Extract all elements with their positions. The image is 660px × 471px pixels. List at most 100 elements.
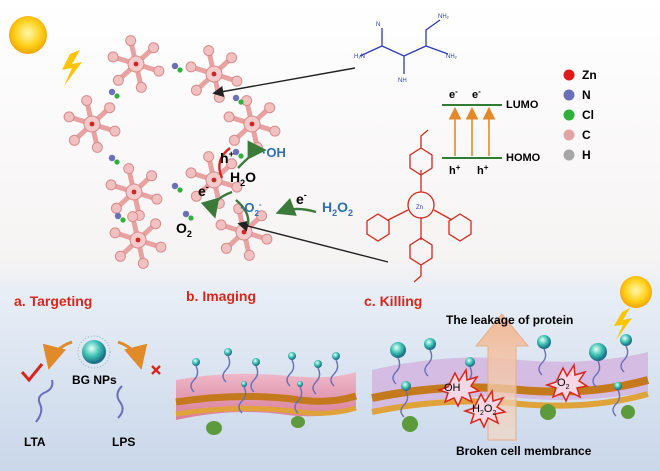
legend-label-h: H [582,148,591,162]
framework-node [109,211,167,269]
oxygen-label: O2 [176,220,192,239]
nanoparticle [192,358,200,366]
guanidine-labels: H₂N N NH NH₂ NH₂ [354,14,458,84]
nanoparticle [297,381,303,387]
homo-hole-2: h+ [477,163,489,177]
bg-nanoparticle [82,340,106,364]
cross-icon [151,365,161,375]
framework-node [63,95,121,153]
arrow-to-framework [212,67,356,98]
chloride-atom [114,93,120,99]
check-icon [20,363,44,383]
nitrogen-link [182,210,190,218]
energy-diagram [442,104,502,159]
mech-electron: e- [198,182,209,199]
legend-dot-h [563,149,575,161]
legend-dot-cl [563,109,575,121]
svg-text:NH₂: NH₂ [446,54,458,60]
hydroxyl-radical: ·OH [262,145,286,160]
mech-electron-2: e- [296,190,307,207]
imaging-membrane [175,372,358,435]
chloride-atom [238,99,244,105]
legend-label-cl: Cl [582,108,594,122]
porphyrin-molecule [366,129,472,283]
lps-label: LPS [112,435,135,449]
svg-text:H₂N: H₂N [354,54,365,60]
water-label: H2O [230,169,256,188]
framework-node [105,163,163,221]
nitrogen-link [171,182,179,190]
nitrogen-link [108,154,116,162]
zinc-center: Zn [416,205,423,211]
chloride-atom [188,215,194,221]
bg-nps-label: BG NPs [72,373,117,387]
nanoparticle [589,343,607,361]
hydrogen-peroxide: H2O2 [322,199,353,218]
mech-hole: h+ [220,149,234,166]
nanoparticle [401,381,411,391]
chloride-atom [238,153,244,159]
broken-membrane-label: Broken cell membrance [456,444,592,458]
legend-dot-c [563,129,575,141]
nanoparticle [288,352,296,360]
chloride-atom [114,159,120,165]
ros-bursts [436,362,589,429]
superoxide-radical: ·O2- [240,200,262,218]
framework-node [223,95,281,153]
lumo-electron-2: e- [472,87,481,101]
sun-icon-right [614,276,652,340]
legend-label-n: N [582,88,591,102]
legend-label-zn: Zn [582,68,597,82]
nanoparticle [614,382,622,390]
nitrogen-link [232,148,240,156]
framework-structure [63,35,281,269]
homo-hole-1: h+ [449,163,461,177]
framework-node [185,45,243,103]
lumo-label: LUMO [506,99,539,111]
svg-text:N: N [376,22,380,28]
nitrogen-link [114,212,122,220]
targeting-panel [20,335,161,423]
sun-icon [9,16,82,86]
guanidine-molecule [359,19,449,74]
nanoparticle [537,335,551,349]
nanoparticle [424,338,436,350]
lumo-electron-1: e- [449,87,458,101]
nanoparticle [332,352,340,360]
legend-dot-n [563,89,575,101]
chloride-atom [120,217,126,223]
nanoparticle [465,357,475,367]
mechanism-arrows [200,140,317,225]
legend-dot-zn [563,69,575,81]
legend-label-c: C [582,128,591,142]
nanoparticle [390,342,406,358]
nanoparticle [620,334,632,346]
panel-a-title: a. Targeting [14,293,92,309]
nitrogen-link [108,88,116,96]
nanoparticle [224,348,232,356]
nitrogen-link [171,62,179,70]
framework-node [107,35,165,93]
burst-oh: OH [444,382,461,394]
svg-text:NH: NH [398,78,407,84]
svg-text:NH₂: NH₂ [438,14,450,20]
killing-nanoparticles [390,334,632,418]
lta-label: LTA [24,435,46,449]
chloride-atom [177,67,183,73]
panel-c-title: c. Killing [364,293,422,309]
imaging-nanoparticles [190,348,340,414]
arrow-from-porphyrin [237,220,389,263]
burst-h2o2: H2O2 [472,403,496,417]
nanoparticle [241,381,247,387]
homo-label: HOMO [506,152,541,164]
leakage-label: The leakage of protein [446,313,573,327]
chloride-atom [177,187,183,193]
panel-b-title: b. Imaging [186,288,256,304]
burst-o2: O2 [557,377,570,391]
nitrogen-link [232,94,240,102]
nanoparticle [314,360,322,368]
nanoparticle [252,358,260,366]
